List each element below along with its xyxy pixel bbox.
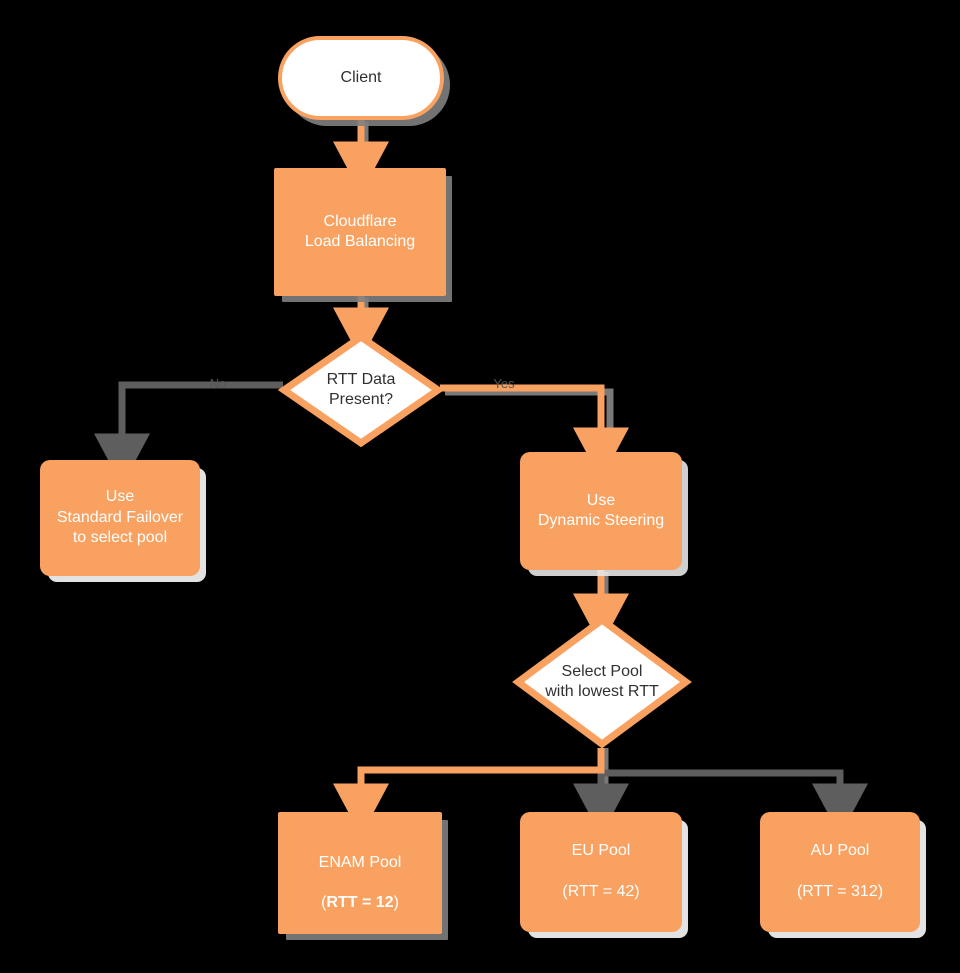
node-select-pool-label: Select Pool with lowest RTT (545, 662, 659, 700)
node-rtt-decision[interactable]: RTT Data Present? (278, 330, 444, 450)
node-standard-failover[interactable]: Use Standard Failover to select pool (40, 460, 200, 576)
edge-select-au (601, 769, 868, 836)
node-select-pool[interactable]: Select Pool with lowest RTT (512, 614, 692, 750)
node-au-pool-line1: AU Pool (810, 842, 870, 860)
node-enam-pool-line2: (RTT = 12) (321, 894, 399, 911)
active-connectors (333, 116, 629, 836)
node-dynamic-steering[interactable]: Use Dynamic Steering (520, 452, 682, 570)
node-eu-pool-line1: EU Pool (571, 842, 631, 860)
node-enam-pool-line1: ENAM Pool (318, 853, 402, 871)
node-dynamic-steering-label: Use Dynamic Steering (537, 491, 665, 529)
enam-paren-open: ( (321, 894, 327, 912)
node-eu-pool-line2: (RTT = 42) (562, 883, 640, 901)
node-enam-pool[interactable]: ENAM Pool (RTT = 12) (278, 812, 442, 934)
select-pool-shape (512, 615, 692, 749)
rtt-decision-shape (278, 332, 444, 448)
node-client-label: Client (340, 68, 382, 86)
node-standard-failover-label: Use Standard Failover to select pool (56, 488, 184, 547)
node-client[interactable]: Client (278, 36, 444, 120)
node-enam-pool-label: ENAM Pool (RTT = 12) (319, 832, 402, 914)
node-au-pool-label: AU Pool (RTT = 312) (797, 821, 883, 923)
enam-paren-close: ) (393, 894, 399, 912)
node-au-pool-line2: (RTT = 312) (796, 883, 884, 901)
node-load-balancing[interactable]: Cloudflare Load Balancing (274, 168, 446, 296)
node-load-balancing-label: Cloudflare Load Balancing (304, 212, 416, 250)
node-eu-pool[interactable]: EU Pool (RTT = 42) (520, 812, 682, 932)
edge-select-enam (333, 748, 605, 836)
enam-rtt-value: RTT = 12 (326, 894, 394, 912)
edge-rtt-no (94, 381, 283, 486)
node-rtt-decision-label: RTT Data Present? (326, 370, 396, 408)
shadow-rtt-yes (445, 388, 614, 458)
node-au-pool[interactable]: AU Pool (RTT = 312) (760, 812, 920, 932)
inactive-connectors (94, 381, 868, 836)
edge-rtt-yes (440, 384, 629, 480)
node-eu-pool-label: EU Pool (RTT = 42) (562, 821, 639, 923)
